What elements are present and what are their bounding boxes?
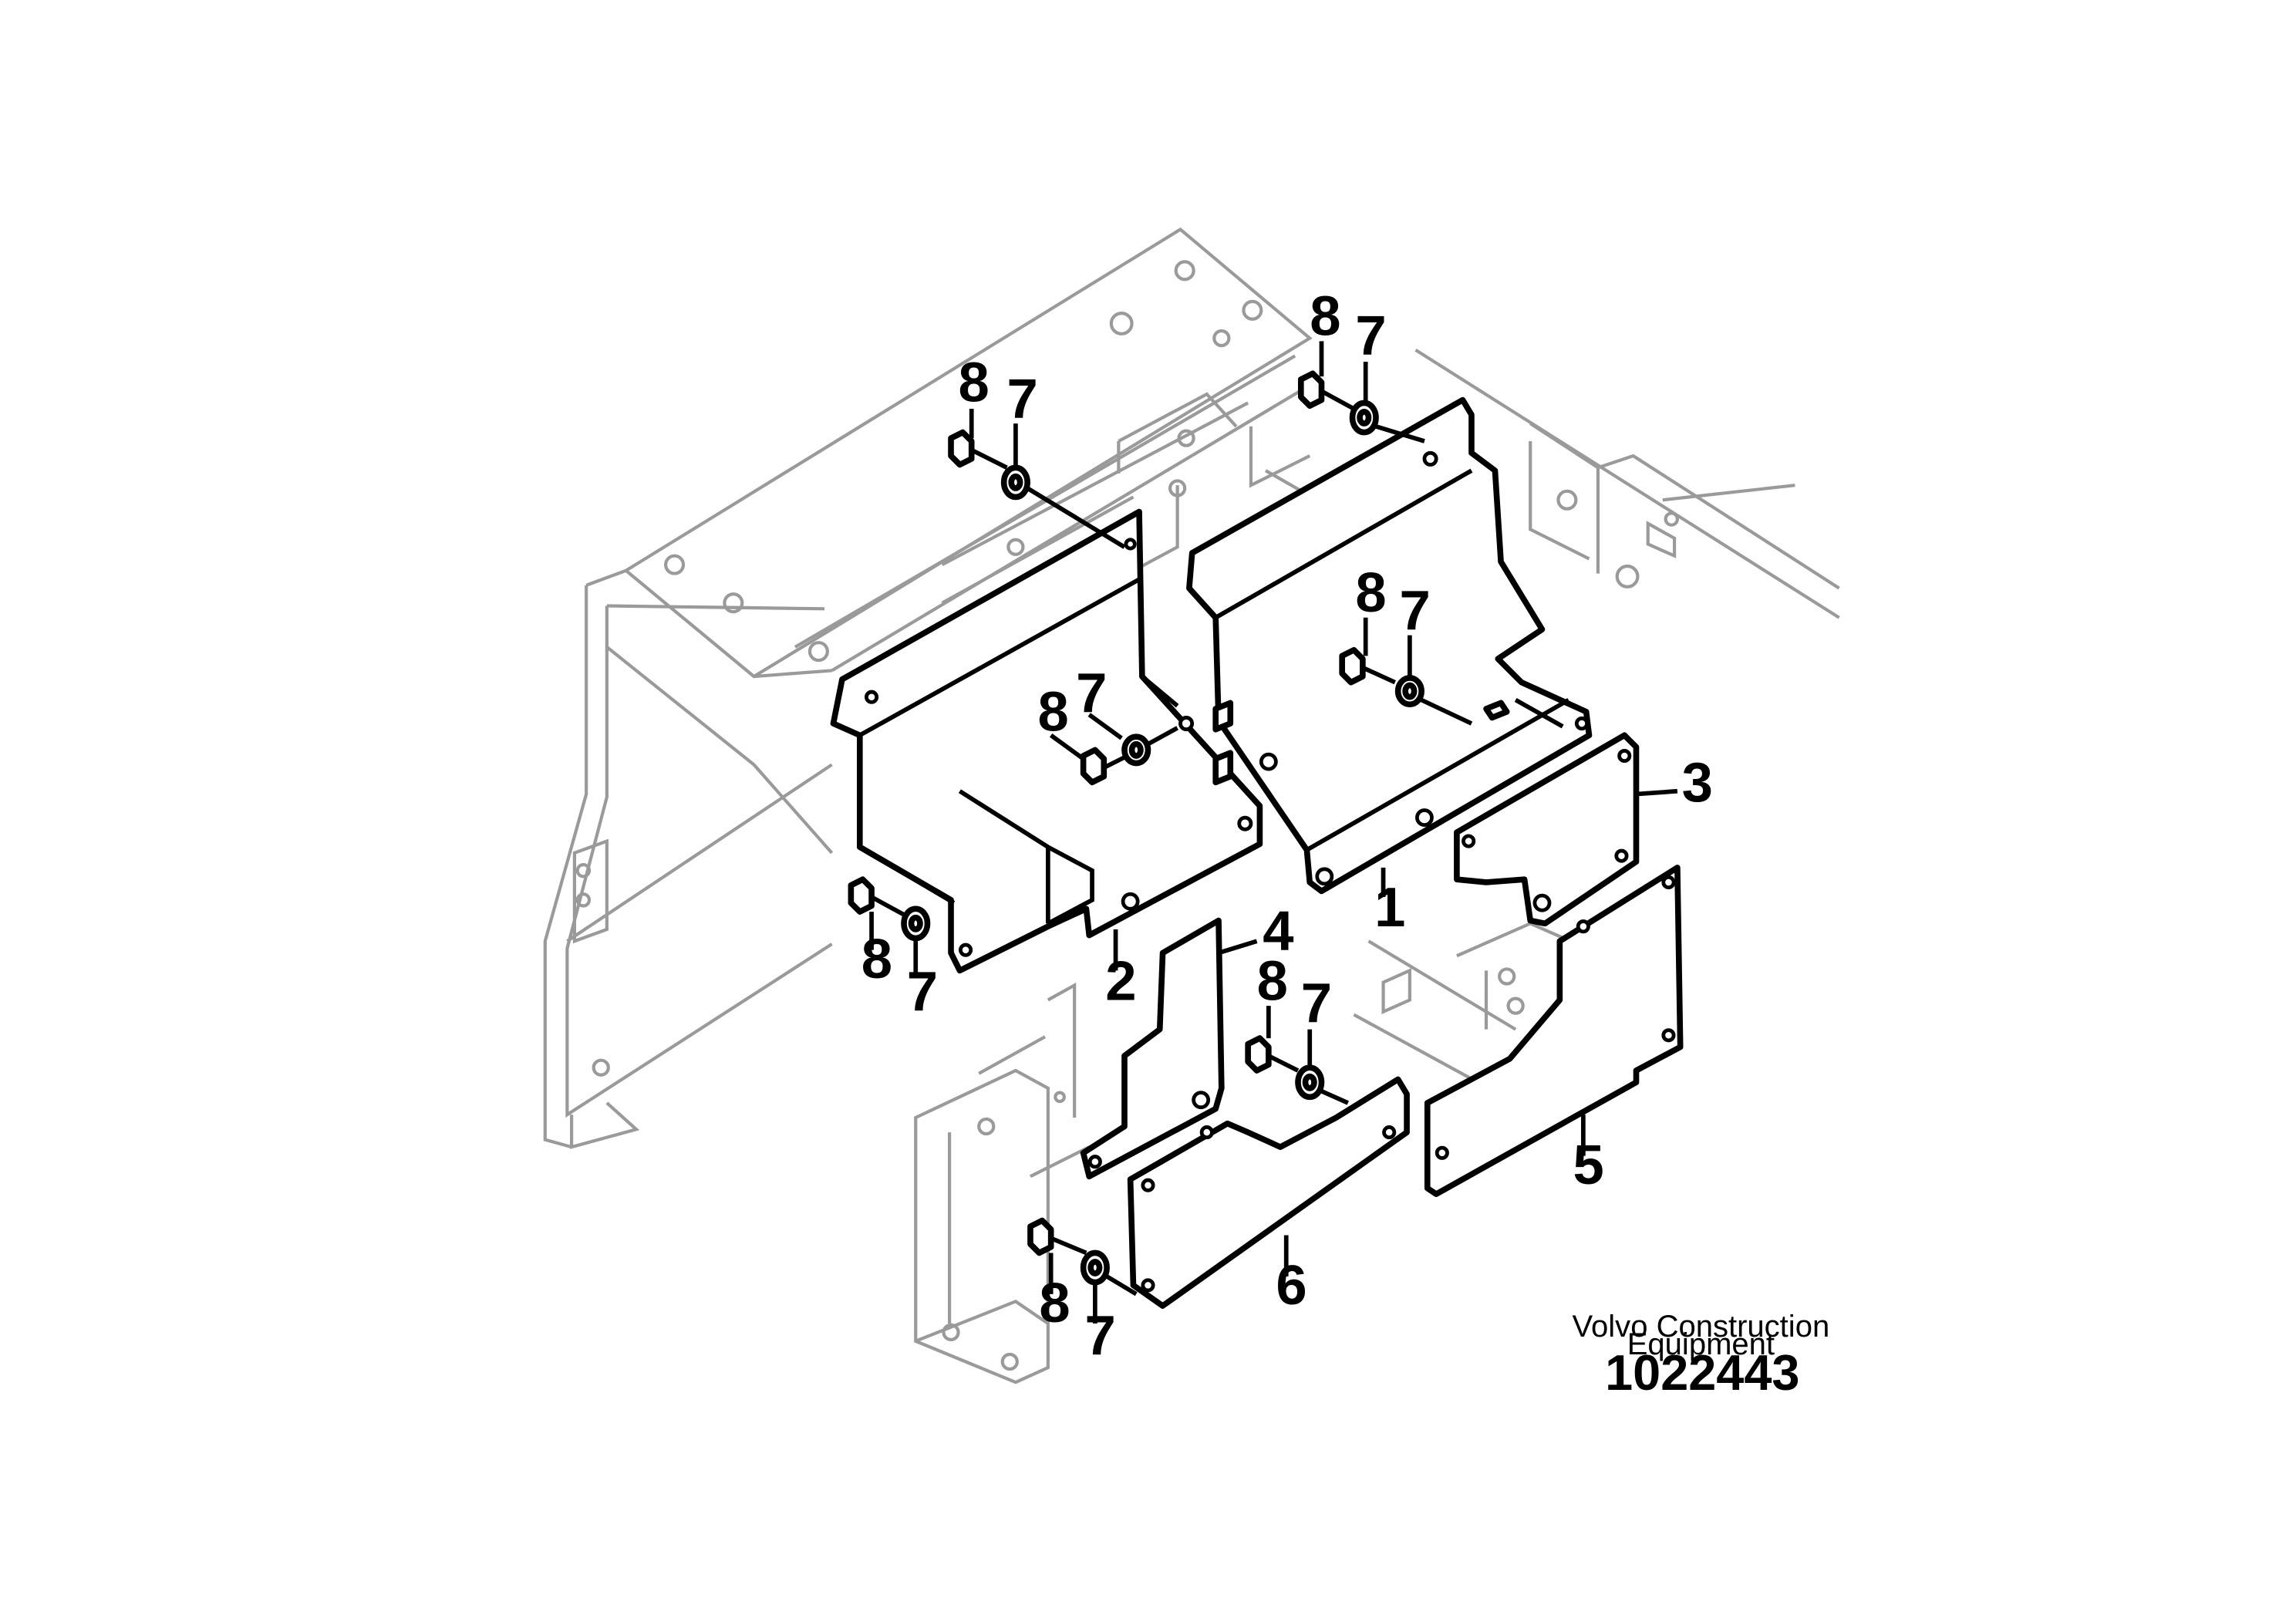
part-5-plate (1424, 865, 1684, 1197)
bolt-8-top-left (948, 429, 1008, 470)
washer-7-center (1121, 733, 1151, 767)
callout-7: 7 (1006, 367, 1037, 430)
callout-7: 7 (1355, 304, 1386, 366)
callout-8: 8 (1310, 285, 1340, 348)
part-1-right-cover (1186, 396, 1593, 895)
callout-8: 8 (1355, 561, 1386, 624)
washer-7-left-lower (901, 905, 931, 942)
document-number: 1022443 (1605, 1344, 1799, 1401)
washer-7-right-middle (1394, 675, 1424, 708)
callout-leaders (869, 341, 1678, 1324)
callout-7: 7 (907, 960, 938, 1023)
callout-7: 7 (1085, 1304, 1116, 1367)
callout-5: 5 (1573, 1134, 1604, 1196)
bolt-8-top-right (1297, 370, 1355, 411)
washer-7-top-left (1000, 464, 1030, 501)
callout-2: 2 (1105, 950, 1136, 1013)
washer-7-top-right (1349, 400, 1379, 436)
bolt-8-right-middle (1339, 646, 1396, 686)
washer-7-bottom-left (1080, 1249, 1110, 1286)
callout-8: 8 (861, 928, 892, 990)
callout-3: 3 (1682, 751, 1713, 814)
callout-6: 6 (1276, 1254, 1306, 1317)
brand-name-line1: Volvo Construction (1573, 1310, 1830, 1344)
fasteners (848, 370, 1564, 1297)
brand-name-line2: Equipment (1627, 1327, 1775, 1361)
callout-7: 7 (1076, 662, 1107, 724)
callout-7: 7 (1400, 579, 1431, 642)
callout-1: 1 (1374, 876, 1405, 939)
callout-8: 8 (1038, 681, 1069, 744)
part-3-plate (1454, 732, 1640, 927)
callout-8: 8 (1039, 1272, 1070, 1334)
callout-4: 4 (1263, 900, 1293, 963)
callout-8: 8 (959, 352, 990, 414)
part-6-plate (1127, 1076, 1410, 1309)
washer-7-center-lower (1295, 1064, 1325, 1101)
callout-labels: 8 7 8 7 8 7 7 8 8 7 8 7 8 7 1 2 3 4 5 6 (861, 285, 1713, 1367)
bolt-8-left-lower (848, 876, 905, 917)
bolt-8-bottom-left (1027, 1217, 1087, 1256)
footer-branding: Volvo Construction Equipment 1022443 (1573, 1310, 1830, 1401)
callout-7: 7 (1301, 972, 1332, 1034)
callout-8: 8 (1257, 950, 1288, 1013)
bolt-8-center-lower (1245, 1035, 1300, 1074)
part-4-bracket (1080, 917, 1225, 1180)
